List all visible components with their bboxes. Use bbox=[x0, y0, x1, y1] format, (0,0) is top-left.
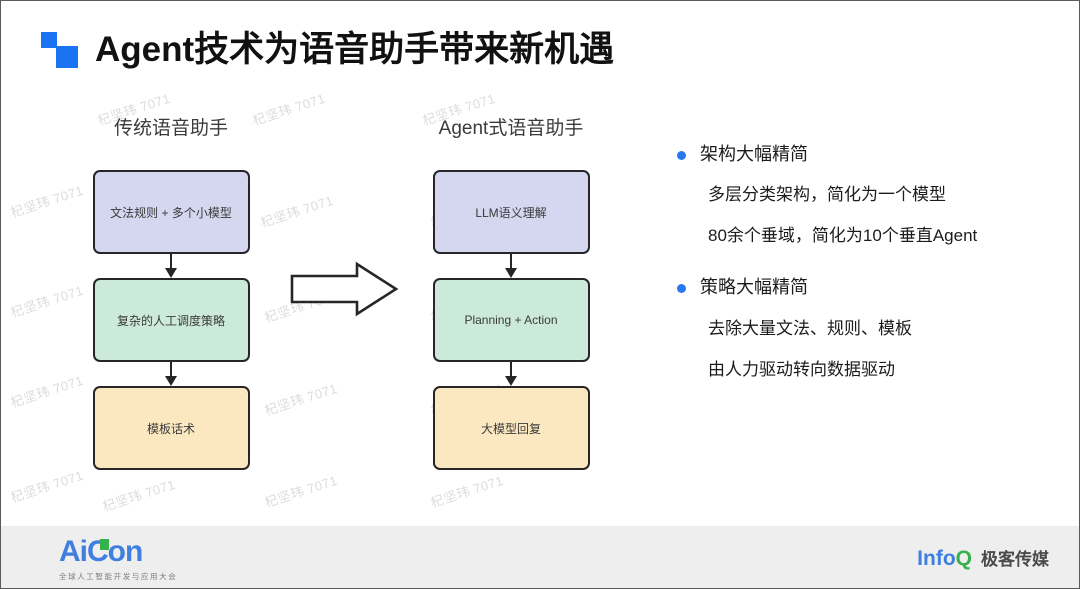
bullet-heading-row: 策略大幅精简 bbox=[677, 276, 1057, 299]
aicon-letters-con: Con bbox=[87, 535, 143, 568]
bullet-subline: 由人力驱动转向数据驱动 bbox=[708, 359, 895, 379]
flow-column-traditional: 传统语音助手 文法规则 + 多个小模型 复杂的人工调度策略 模板话术 bbox=[61, 113, 281, 470]
down-arrow-icon bbox=[433, 254, 590, 278]
bullet-subline: 80余个垂域，简化为10个垂直Agent bbox=[708, 226, 978, 246]
flow-box: Planning + Action bbox=[432, 278, 590, 362]
bullet-heading: 架构大幅精简 bbox=[700, 144, 808, 164]
aicon-logo: AiCon 全球人工智能开发与应用大会 bbox=[59, 537, 177, 582]
aicon-green-accent-icon bbox=[100, 539, 109, 550]
bullet-list: 架构大幅精简 多层分类架构，简化为一个模型 80余个垂域，简化为10个垂直Age… bbox=[677, 143, 1057, 410]
aicon-subtitle: 全球人工智能开发与应用大会 bbox=[59, 572, 178, 581]
infoq-wordmark: InfoQ bbox=[917, 548, 972, 569]
flow-column-header: Agent式语音助手 bbox=[438, 118, 584, 139]
flow-diagram: 传统语音助手 文法规则 + 多个小模型 复杂的人工调度策略 模板话术 Agent… bbox=[61, 113, 661, 493]
right-arrow-icon bbox=[289, 261, 399, 317]
page-title: Agent技术为语音助手带来新机遇 bbox=[39, 29, 614, 69]
bullet-heading: 策略大幅精简 bbox=[700, 277, 808, 298]
bullet-subline: 多层分类架构，简化为一个模型 bbox=[708, 185, 946, 205]
bullet-subline: 去除大量文法、规则、模板 bbox=[708, 318, 912, 338]
infoq-q-text: Q bbox=[955, 547, 972, 570]
page-title-text: Agent技术为语音助手带来新机遇 bbox=[95, 29, 615, 69]
bullet-group: 策略大幅精简 去除大量文法、规则、模板 由人力驱动转向数据驱动 bbox=[677, 276, 1057, 381]
flow-box: 复杂的人工调度策略 bbox=[92, 278, 250, 362]
flow-box: LLM语义理解 bbox=[432, 170, 590, 254]
down-arrow-icon bbox=[433, 362, 590, 386]
flow-column-header: 传统语音助手 bbox=[113, 118, 228, 139]
aicon-letter-a: A bbox=[59, 535, 81, 568]
aicon-letter-i: i bbox=[79, 535, 88, 568]
down-arrow-icon bbox=[93, 362, 250, 386]
infoq-brand-text: 极客传媒 bbox=[981, 550, 1049, 569]
flow-box: 大模型回复 bbox=[432, 386, 590, 470]
bullet-dot-icon bbox=[677, 284, 686, 294]
flow-column-agent: Agent式语音助手 LLM语义理解 Planning + Action 大模型… bbox=[401, 113, 621, 470]
down-arrow-icon bbox=[93, 254, 250, 278]
infoq-logo: InfoQ 极客传媒 bbox=[917, 545, 1049, 570]
aicon-wordmark: AiCon bbox=[59, 537, 177, 567]
flow-box: 模板话术 bbox=[92, 386, 250, 470]
bullet-heading-row: 架构大幅精简 bbox=[677, 143, 1057, 166]
bullet-dot-icon bbox=[677, 151, 686, 160]
footer-bar: AiCon 全球人工智能开发与应用大会 InfoQ 极客传媒 bbox=[1, 526, 1079, 588]
squares-bullet-icon bbox=[39, 29, 81, 69]
bullet-group: 架构大幅精简 多层分类架构，简化为一个模型 80余个垂域，简化为10个垂直Age… bbox=[677, 143, 1057, 248]
infoq-info-text: Info bbox=[917, 547, 956, 570]
flow-box: 文法规则 + 多个小模型 bbox=[92, 170, 250, 254]
